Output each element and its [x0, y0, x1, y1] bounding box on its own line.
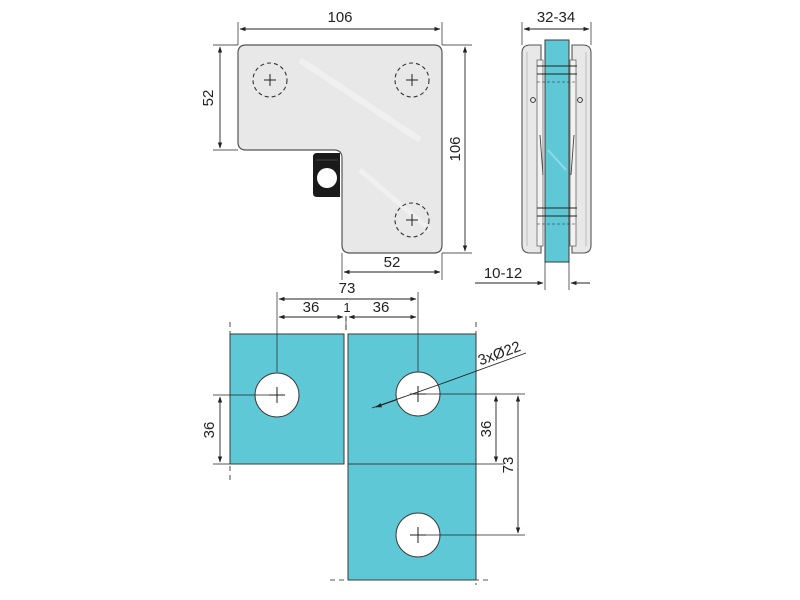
- dim-hole-offset-right: 36: [373, 299, 390, 316]
- dim-hole-spec: 3xØ22: [476, 338, 523, 369]
- glass-layout-view: 73 36 1 36 3xØ22 36 36 73: [201, 280, 527, 585]
- dim-top-width: 106: [327, 9, 352, 26]
- side-bolts: [530, 65, 583, 225]
- clamp-front-view: 106 52 106 52: [200, 9, 472, 280]
- hole-top-right: [394, 62, 430, 98]
- dim-right-vertical-short: 36: [478, 421, 495, 438]
- dim-side-thickness: 32-34: [537, 9, 575, 26]
- dim-right-height: 106: [447, 136, 464, 161]
- dim-hole-span: 73: [339, 280, 356, 297]
- hole-bottom: [394, 202, 430, 238]
- crosshair-icon: [406, 74, 418, 86]
- clamp-side-view: 32-34 10-12: [475, 9, 592, 290]
- dim-gap: 1: [343, 300, 350, 315]
- dim-hole-offset-left: 36: [303, 299, 320, 316]
- dim-bottom-width: 52: [384, 254, 401, 271]
- dim-left-height: 52: [200, 90, 217, 107]
- dim-right-vertical-long: 73: [500, 457, 517, 474]
- crosshair-icon: [264, 74, 276, 86]
- glass-panel-right: [347, 333, 477, 581]
- dim-glass-thickness: 10-12: [484, 265, 522, 282]
- crosshair-icon: [406, 214, 418, 226]
- clamp-body: [237, 44, 443, 254]
- dim-left-vertical: 36: [201, 422, 218, 439]
- rubber-gasket-icon: [313, 153, 340, 197]
- hole-top-left: [252, 62, 288, 98]
